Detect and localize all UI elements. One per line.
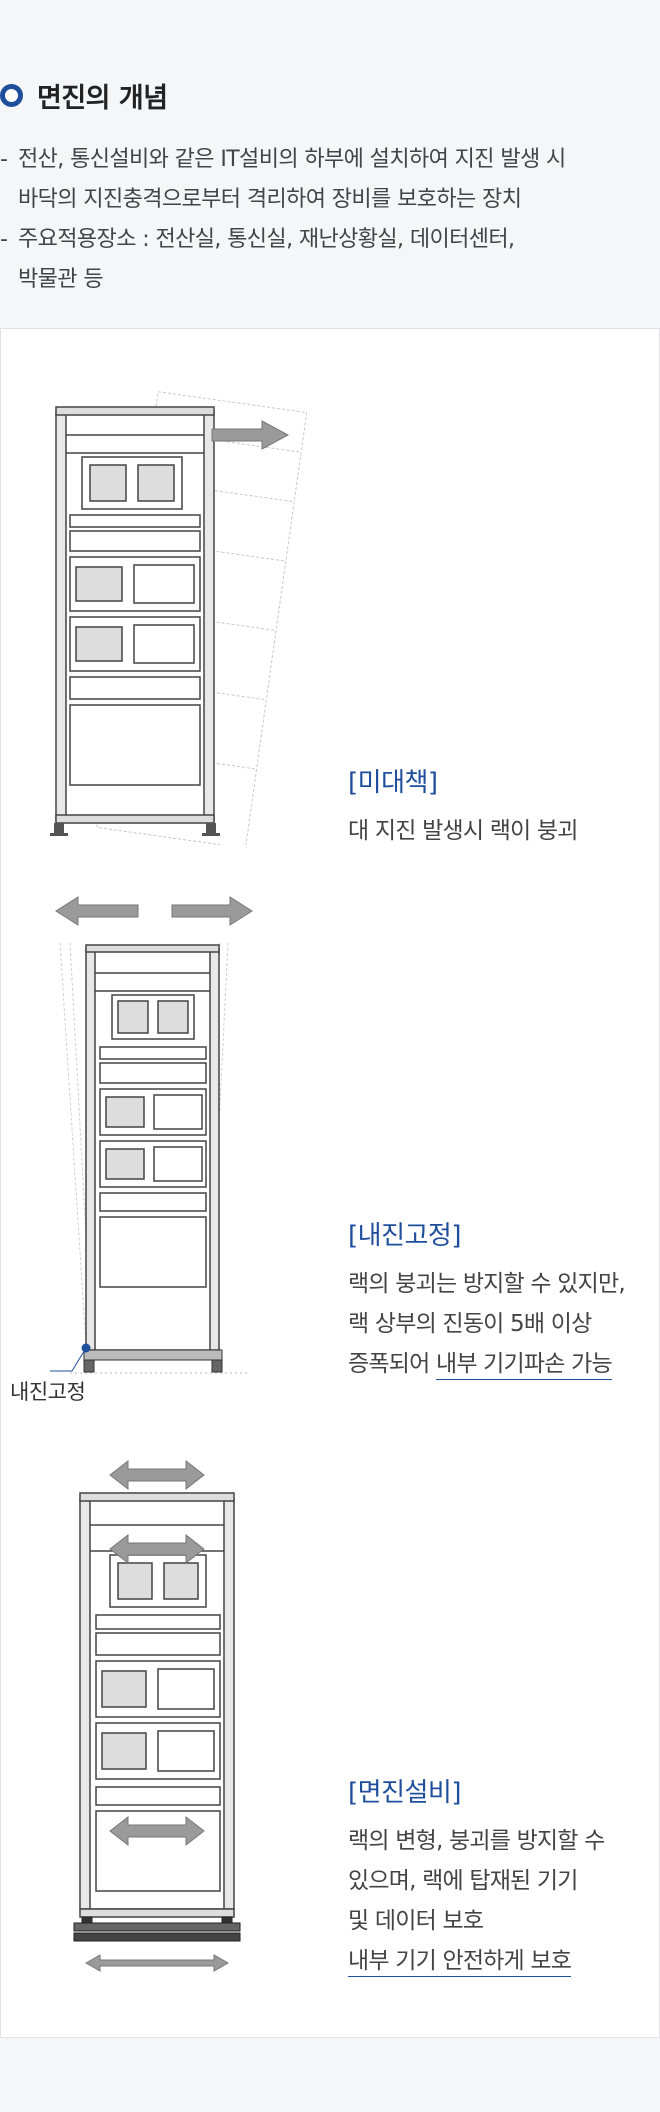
seismic-fixed-rack-illustration xyxy=(50,896,253,1374)
anchor-pointer xyxy=(50,1343,91,1372)
case-text: 랙의 붕괴는 방지할 수 있지만, 랙 상부의 진동이 5배 이상 증폭되어 내… xyxy=(348,1264,626,1384)
case-caption-seismic-fixed: [내진고정] 랙의 붕괴는 방지할 수 있지만, 랙 상부의 진동이 5배 이상… xyxy=(348,1215,626,1384)
circle-bullet-icon xyxy=(0,84,23,107)
underlined-highlight: 내부 기기 안전하게 보호 xyxy=(348,1948,572,1977)
case-title: [미대책] xyxy=(348,768,438,798)
anchor-label: 내진고정 xyxy=(10,1380,86,1404)
case-text: 랙의 변형, 붕괴를 방지할 수 있으며, 랙에 탑재된 기기 및 데이터 보호… xyxy=(348,1821,605,1981)
underlined-highlight: 내부 기기파손 가능 xyxy=(435,1351,613,1380)
rack-collapse-illustration xyxy=(50,391,308,845)
bottom-bidirectional-arrow-icon xyxy=(84,1954,230,1972)
seismic-isolation-rack-illustration xyxy=(73,1459,241,1972)
rack-feet xyxy=(50,823,220,836)
section-title: 면진의 개념 xyxy=(37,83,168,114)
case-caption-unprotected: [미대책] 대 지진 발생시 랙이 붕괴 xyxy=(348,762,578,851)
desc-item-cont: 박물관 등 xyxy=(18,267,104,292)
desc-item-cont: 바닥의 지진충격으로부터 격리하여 장비를 보호하는 장치 xyxy=(18,187,522,212)
section-heading: 면진의 개념 xyxy=(0,76,168,115)
section-description: -전산, 통신설비와 같은 IT설비의 하부에 설치하여 지진 발생 시 바닥의… xyxy=(0,140,660,300)
seismic-anchor-base xyxy=(70,1349,250,1374)
case-title: [면진설비] xyxy=(348,1778,461,1808)
right-arrow-icon xyxy=(211,420,290,450)
inner-arrow-icon xyxy=(109,1533,205,1847)
rack-frame xyxy=(55,406,215,824)
desc-item: -전산, 통신설비와 같은 IT설비의 하부에 설치하여 지진 발생 시 xyxy=(0,147,566,172)
right-arrow-icon xyxy=(171,896,253,926)
rack-frame xyxy=(79,1492,235,1918)
case-text: 대 지진 발생시 랙이 붕괴 xyxy=(348,818,578,844)
isolation-base xyxy=(73,1916,241,1942)
top-bidirectional-arrow-icon xyxy=(109,1459,205,1491)
case-caption-isolation: [면진설비] 랙의 변형, 붕괴를 방지할 수 있으며, 랙에 탑재된 기기 및… xyxy=(348,1772,605,1981)
case-title: [내진고정] xyxy=(348,1221,461,1251)
rack-frame xyxy=(85,944,220,1351)
left-arrow-icon xyxy=(55,896,139,926)
desc-item: -주요적용장소 : 전산실, 통신실, 재난상황실, 데이터센터, xyxy=(0,227,515,252)
